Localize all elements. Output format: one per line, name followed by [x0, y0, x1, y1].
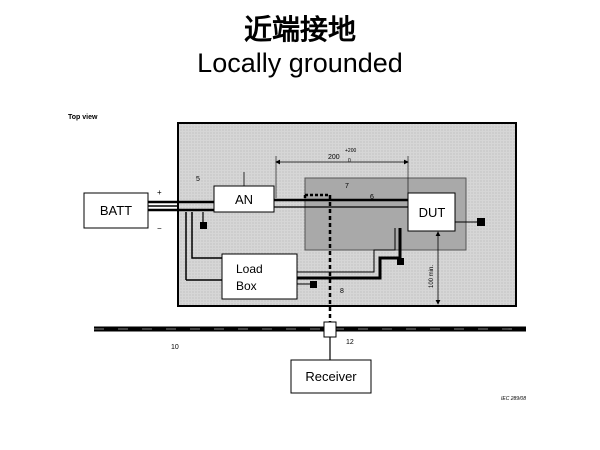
polarity-minus: −: [157, 224, 162, 233]
callout-12: 12: [346, 339, 354, 346]
load-box-label-line1: Load: [236, 262, 263, 276]
receiver-label: Receiver: [305, 369, 357, 384]
load-box: [221, 253, 298, 300]
ground-connection-harness: [397, 258, 404, 265]
view-label: Top view: [68, 114, 98, 121]
dimension-horizontal-value: 200: [328, 154, 340, 161]
load-box-label-line2: Box: [236, 279, 257, 293]
an-label: AN: [235, 192, 253, 207]
callout-10: 10: [171, 344, 179, 351]
dimension-horizontal-tol-minus: 0: [348, 158, 351, 164]
ground-connection-dut: [477, 218, 485, 226]
dimension-vertical-value: 100 min.: [429, 265, 435, 288]
dimension-horizontal-tol-plus: +200: [345, 148, 356, 154]
receiver-box: [290, 359, 372, 394]
batt-box: [83, 192, 149, 229]
page-title: 近端接地: [243, 13, 356, 46]
callout-6: 6: [370, 194, 374, 201]
callout-8: 8: [340, 288, 344, 295]
bulkhead-connector: [323, 321, 337, 338]
callout-7: 7: [345, 183, 349, 190]
figure-footnote: IEC 289/08: [501, 396, 526, 402]
polarity-plus: +: [157, 188, 162, 197]
batt-label: BATT: [100, 203, 132, 218]
ground-connection-load-box: [310, 281, 317, 288]
dut-box: [407, 192, 456, 232]
load-harness: [297, 228, 402, 280]
page-subtitle: Locally grounded: [197, 48, 403, 78]
dut-label: DUT: [419, 205, 446, 220]
an-box: [213, 185, 275, 213]
callout-5: 5: [196, 176, 200, 183]
ground-connection-an: [200, 222, 207, 229]
